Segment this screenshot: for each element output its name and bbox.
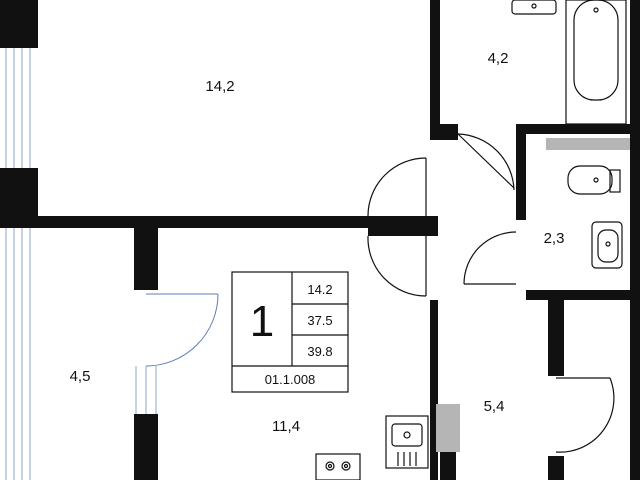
- living-area-value: 14.2: [307, 282, 332, 297]
- door-entrance: [555, 377, 615, 453]
- room-area-balcony: 4,5: [70, 368, 91, 385]
- room-area-toilet: 2,3: [544, 230, 565, 247]
- window-left-upper: [5, 48, 31, 168]
- total-area-value: 37.5: [307, 313, 332, 328]
- room-area-kitchen: 11,4: [272, 418, 300, 435]
- kitchen-sink-icon: [385, 415, 429, 469]
- rooms-count: 1: [250, 297, 274, 346]
- stove-icon: [315, 453, 361, 480]
- balcony-door: [135, 293, 219, 414]
- bathtub-icon: [565, 0, 627, 125]
- door-living-room: [367, 157, 427, 217]
- toilet-icon: [567, 165, 621, 195]
- bathroom-sink-icon: [511, 0, 557, 15]
- kitchen-counter-tile: [436, 404, 460, 452]
- tile-strip: [546, 138, 630, 150]
- washbasin-icon: [591, 221, 623, 269]
- total-area-with-balcony-value: 39.8: [307, 344, 332, 359]
- window-left-lower: [5, 228, 31, 480]
- apartment-info-card: 1 14.2 37.5 39.8 01.1.008: [231, 271, 349, 393]
- room-area-living: 14,2: [205, 78, 234, 95]
- door-bathroom: [457, 133, 515, 191]
- door-kitchen: [367, 235, 427, 297]
- room-area-bathroom: 4,2: [488, 50, 509, 67]
- unit-code: 01.1.008: [265, 372, 316, 387]
- room-area-hallway: 5,4: [484, 398, 505, 415]
- door-toilet: [463, 231, 517, 285]
